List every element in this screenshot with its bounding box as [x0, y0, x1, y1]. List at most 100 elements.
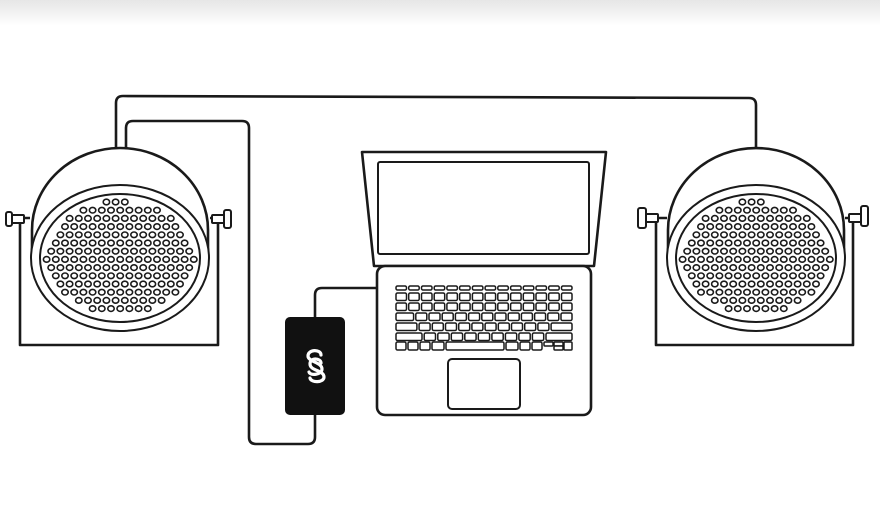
grille-hole [180, 255, 189, 264]
grille-hole [143, 206, 152, 214]
grille-hole [756, 247, 765, 255]
grille-hole [153, 255, 162, 264]
grille-hole [706, 272, 715, 280]
grille-hole [56, 247, 65, 255]
keyboard-key [484, 302, 497, 312]
grille-hole [807, 272, 816, 280]
keyboard-key [497, 285, 510, 291]
grille-hole [742, 206, 751, 214]
grille-hole [171, 223, 180, 231]
grille-hole [770, 223, 779, 231]
grille-hole [70, 272, 79, 280]
grille-hole [120, 214, 129, 222]
keyboard-key [471, 285, 484, 291]
grille-hole [738, 296, 747, 305]
grille-hole [88, 206, 97, 214]
grille-hole [710, 214, 719, 222]
grille-hole [784, 264, 793, 272]
grille-hole [793, 296, 802, 305]
grille-hole [88, 272, 97, 280]
grille-hole [70, 288, 79, 296]
keyboard-key [560, 285, 573, 291]
grille-hole [793, 247, 802, 255]
keyboard-key [395, 302, 408, 312]
grille-hole [84, 296, 93, 305]
grille-hole [696, 255, 705, 264]
grille-hole [683, 247, 692, 255]
grille-hole [130, 247, 139, 255]
keyboard-key [467, 312, 481, 322]
cable-left-to-right-speaker [114, 94, 758, 154]
grille-hole [125, 206, 134, 214]
grille-hole [116, 206, 125, 214]
grille-hole [784, 296, 793, 305]
keyboard-key [431, 341, 445, 351]
grille-hole [701, 247, 710, 255]
grille-hole [779, 239, 788, 247]
grille-hole [107, 272, 116, 280]
grille-hole [56, 280, 65, 288]
grille-hole [125, 288, 134, 296]
keyboard-key [497, 302, 510, 312]
grille-hole [715, 206, 724, 214]
grille-hole [120, 231, 129, 239]
grille-hole [88, 239, 97, 247]
grille-hole [74, 264, 83, 272]
keyboard-key [458, 302, 471, 312]
grille-hole [729, 280, 738, 288]
grille-hole [97, 305, 106, 313]
grille-hole [747, 214, 756, 222]
grille-hole [733, 206, 742, 214]
grille-hole [706, 223, 715, 231]
audio-device-body [285, 317, 345, 415]
grille-hole [770, 206, 779, 214]
grille-hole [79, 272, 88, 280]
grille-hole [687, 239, 696, 247]
grille-hole [143, 223, 152, 231]
grille-hole [148, 231, 157, 239]
grille-hole [770, 305, 779, 313]
grille-hole [715, 255, 724, 264]
grille-hole [153, 272, 162, 280]
grille-hole [715, 272, 724, 280]
grille-hole [60, 272, 69, 280]
grille-hole [779, 288, 788, 296]
grille-hole [107, 223, 116, 231]
keyboard-key [547, 312, 560, 322]
grille-hole [775, 264, 784, 272]
grille-hole [729, 231, 738, 239]
grille-hole [84, 231, 93, 239]
grille-hole [102, 296, 111, 305]
grille-hole [738, 264, 747, 272]
keyboard-key [420, 302, 433, 312]
grille-hole [788, 272, 797, 280]
grille-hole [60, 223, 69, 231]
grille-hole [788, 255, 797, 264]
grille-hole [710, 264, 719, 272]
grille-hole [130, 280, 139, 288]
grille-hole [710, 247, 719, 255]
keyboard-key [437, 332, 450, 342]
grille-hole [139, 247, 148, 255]
grille-hole [742, 305, 751, 313]
arrow-key [543, 341, 554, 347]
grille-hole [706, 255, 715, 264]
cable-device-to-laptop [313, 286, 382, 320]
grille-hole [120, 264, 129, 272]
grille-hole [765, 231, 774, 239]
keyboard-key [431, 322, 445, 332]
grille-hole [88, 288, 97, 296]
grille-hole [733, 272, 742, 280]
grille-hole [134, 255, 143, 264]
grille-hole [185, 264, 194, 272]
grille-hole [747, 247, 756, 255]
grille-hole [93, 247, 102, 255]
knob-icon [5, 211, 25, 227]
keyboard-key [407, 285, 420, 291]
grille-hole [134, 272, 143, 280]
grille-hole [166, 247, 175, 255]
keyboard-key [523, 322, 537, 332]
arrow-key [553, 345, 564, 351]
keyboard-key [464, 332, 477, 342]
